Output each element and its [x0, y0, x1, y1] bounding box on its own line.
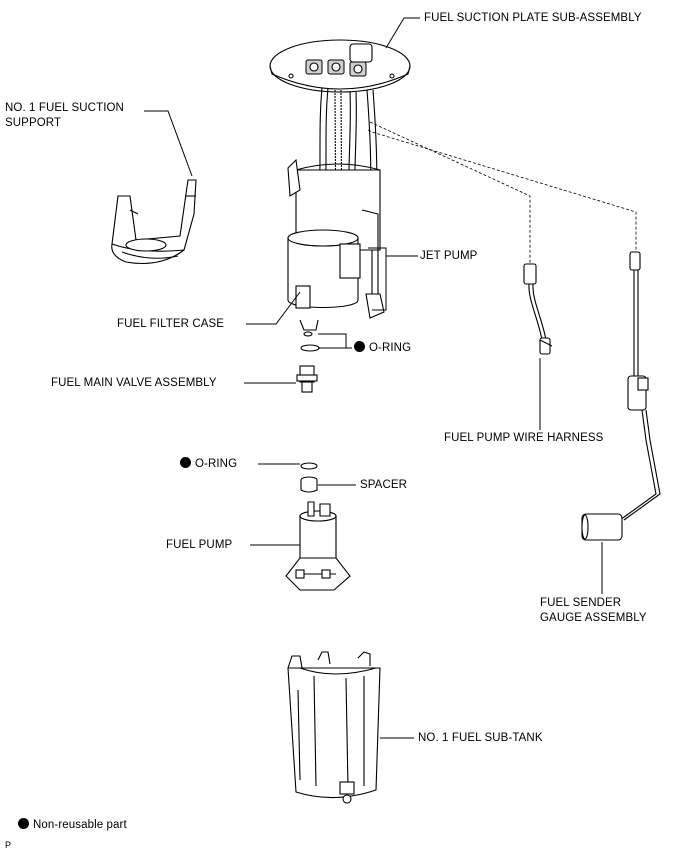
legend: Non-reusable part: [18, 818, 127, 832]
fuel-main-valve-drawing: [296, 365, 318, 393]
fuel-sub-tank-drawing: [287, 651, 381, 804]
label-fuel-sender-line1: FUEL SENDER: [540, 597, 622, 609]
label-o-ring-lower: O-RING: [180, 457, 237, 471]
label-fuel-suction-plate: FUEL SUCTION PLATE SUB-ASSEMBLY: [424, 12, 642, 24]
non-reusable-dot-icon: [354, 341, 365, 352]
label-fuel-sender-line2: GAUGE ASSEMBLY: [540, 612, 647, 624]
fuel-suction-plate-drawing: [269, 39, 411, 93]
label-o-ring-upper: O-RING: [354, 341, 411, 355]
fuel-suction-support-drawing: [111, 179, 197, 265]
o-ring-lower-drawing: [300, 462, 318, 470]
fuel-pump-drawing: [285, 501, 351, 591]
non-reusable-dot-icon: [180, 457, 191, 468]
pump-module-drawing: [287, 158, 385, 331]
label-fuel-pump: FUEL PUMP: [166, 539, 233, 551]
label-fuel-suction-support-line2: SUPPORT: [5, 117, 62, 129]
label-fuel-suction-support-line1: NO. 1 FUEL SUCTION: [5, 102, 124, 114]
fuel-sender-gauge-drawing: [581, 251, 661, 541]
corner-mark: P: [5, 840, 12, 850]
label-fuel-filter-case: FUEL FILTER CASE: [117, 318, 225, 330]
spacer-drawing: [300, 476, 318, 493]
label-fuel-sub-tank: NO. 1 FUEL SUB-TANK: [418, 732, 543, 744]
o-ring-upper-drawing: [300, 344, 320, 352]
label-fuel-main-valve: FUEL MAIN VALVE ASSEMBLY: [51, 377, 217, 389]
non-reusable-dot-icon: [18, 818, 29, 829]
label-spacer: SPACER: [360, 479, 408, 491]
label-jet-pump: JET PUMP: [420, 250, 478, 262]
fuel-pump-wire-harness-drawing: [523, 263, 553, 355]
label-fuel-pump-wire-harness: FUEL PUMP WIRE HARNESS: [444, 432, 604, 444]
